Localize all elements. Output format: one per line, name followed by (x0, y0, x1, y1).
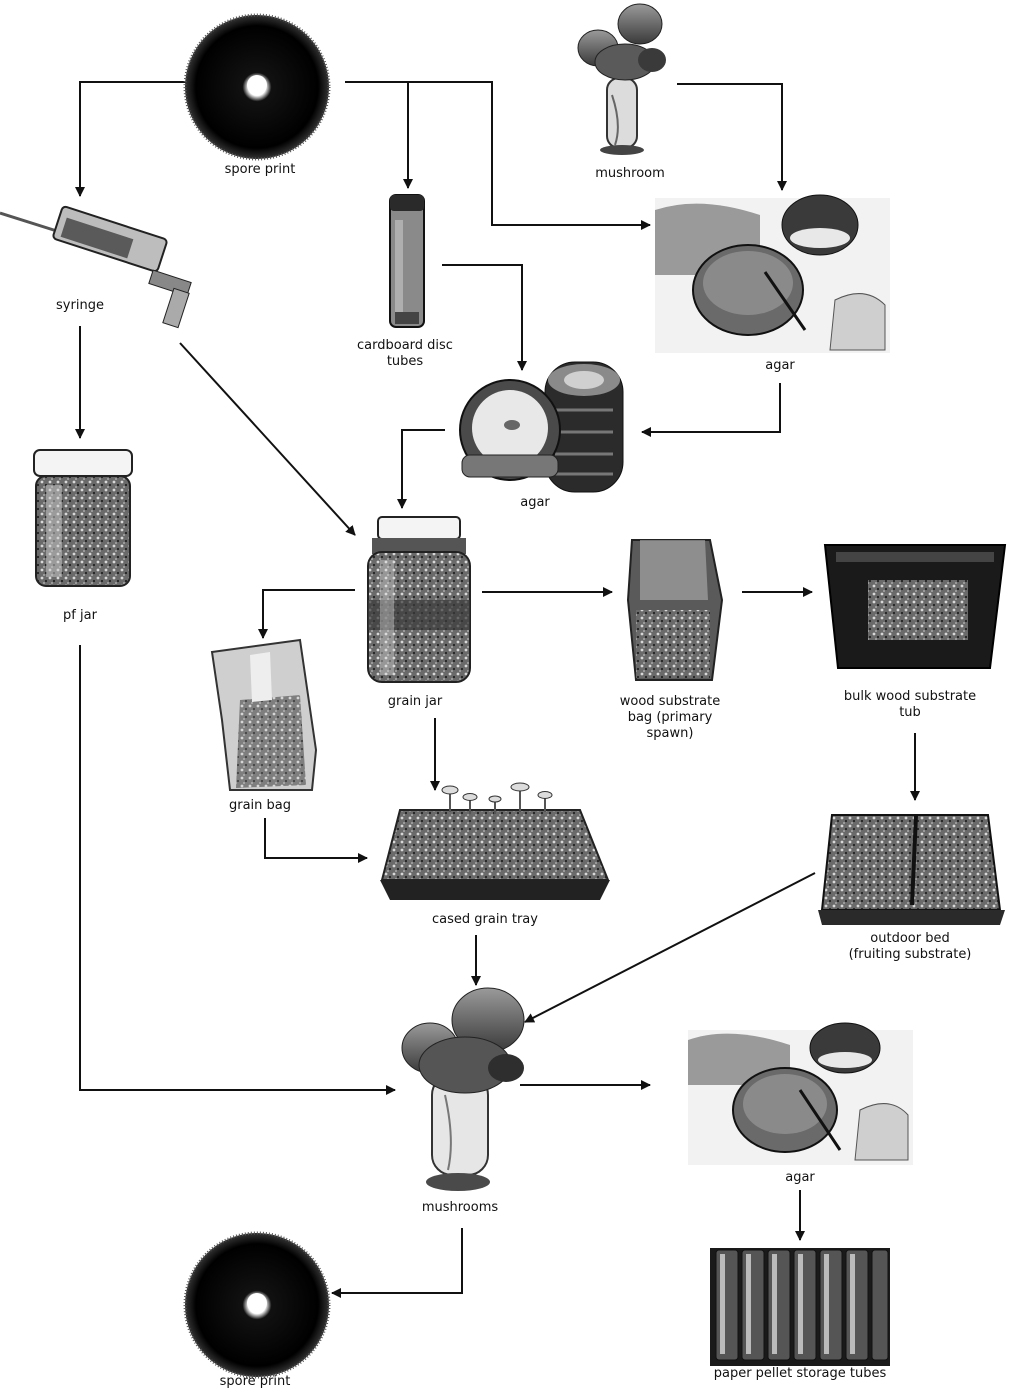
label-pf-jar: pf jar (40, 608, 120, 624)
arrow-spore-print-to-cardboard-tubes (345, 82, 408, 188)
jar-icon (34, 450, 132, 586)
bag-icon (212, 640, 316, 790)
bag-icon (628, 540, 722, 680)
agar-dish-icon (460, 362, 623, 492)
label-bulk-wood-substrate-tub: bulk wood substrate tub (820, 689, 1000, 721)
mushroom-icon (402, 988, 524, 1191)
agar-dish-icon (688, 1023, 913, 1165)
label-agar-middle: agar (495, 495, 575, 511)
arrow-grain-bag-to-cased-tray (265, 818, 367, 858)
label-agar-top-right: agar (740, 358, 820, 374)
spore-print-icon (185, 1233, 329, 1377)
label-cased-grain-tray: cased grain tray (410, 912, 560, 928)
storage-tubes-icon (710, 1248, 890, 1366)
test-tube-icon (390, 195, 424, 327)
jar-icon (368, 517, 470, 682)
arrow-spore-print-to-syringe (80, 82, 187, 196)
label-spore-print-top: spore print (200, 162, 320, 178)
tray-icon (818, 815, 1005, 925)
label-agar-bottom-right: agar (760, 1170, 840, 1186)
label-spore-print-bottom: spore print (190, 1374, 320, 1390)
label-paper-pellet-storage-tubes: paper pellet storage tubes (690, 1366, 910, 1382)
label-mushroom-top: mushroom (570, 166, 690, 182)
spore-print-icon (185, 15, 329, 159)
arrow-agar-top-to-agar-middle (642, 383, 780, 432)
label-grain-bag: grain bag (210, 798, 310, 814)
label-wood-substrate-bag: wood substrate bag (primary spawn) (605, 694, 735, 742)
tray-icon (380, 783, 610, 900)
arrow-grain-jar-to-grain-bag (263, 590, 355, 638)
label-mushrooms: mushrooms (405, 1200, 515, 1216)
tub-icon (825, 545, 1005, 668)
label-syringe: syringe (30, 298, 130, 314)
label-outdoor-bed: outdoor bed (fruiting substrate) (815, 931, 1005, 963)
agar-dish-icon (655, 195, 890, 353)
label-grain-jar: grain jar (365, 694, 465, 710)
arrow-agar-middle-to-grain-jar (402, 430, 445, 508)
label-cardboard-disc-tubes: cardboard disc tubes (340, 338, 470, 370)
mushroom-icon (578, 4, 666, 155)
arrow-mushrooms-to-spore-print-bottom (332, 1228, 462, 1293)
arrow-mushroom-to-agar-top (677, 84, 782, 190)
arrow-syringe-to-grain-jar (180, 343, 355, 535)
